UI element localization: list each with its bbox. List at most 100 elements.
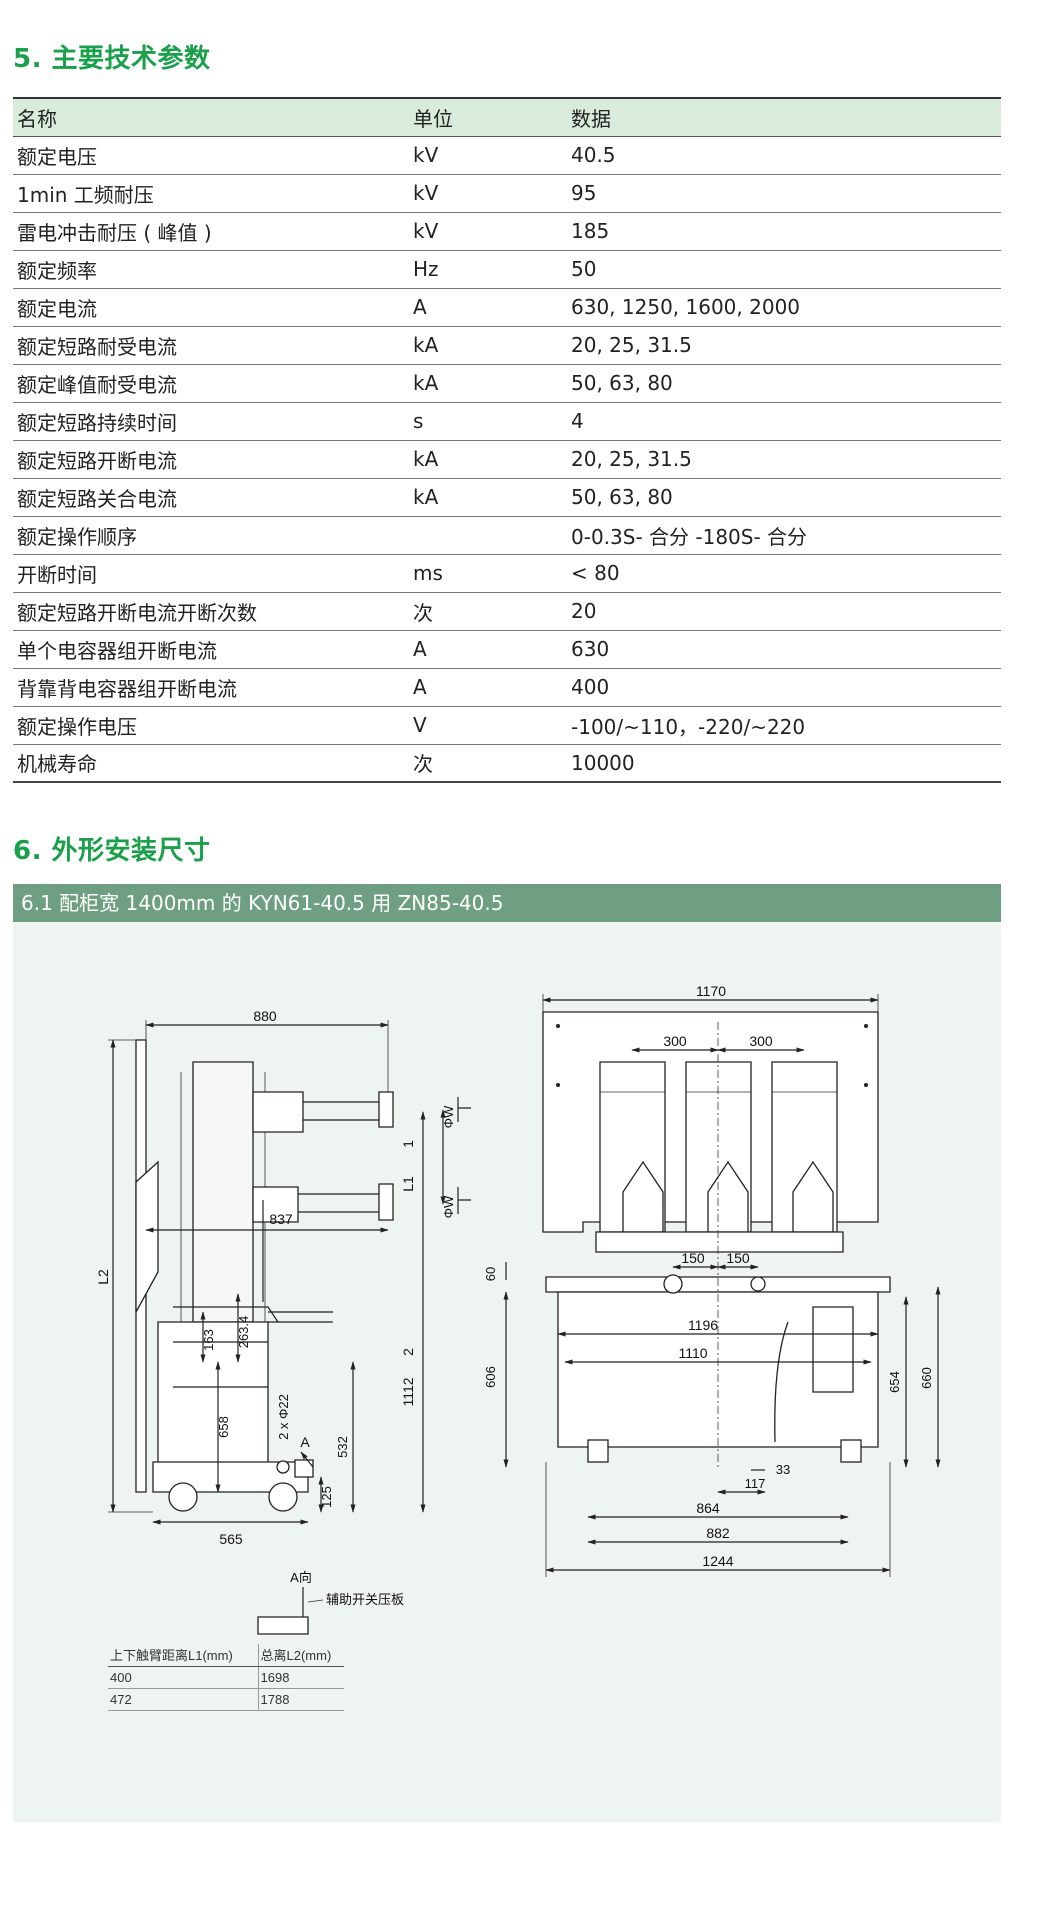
dim-150a: 150 — [681, 1250, 705, 1266]
param-unit: kA — [409, 478, 567, 517]
param-name: 额定电压 — [13, 136, 409, 175]
dim-880: 880 — [253, 1008, 277, 1024]
direction-a-detail: A向 辅助开关压板 — [257, 1570, 404, 1635]
param-name: 开断时间 — [13, 554, 409, 593]
param-unit: kA — [409, 440, 567, 479]
dim-150b: 150 — [726, 1250, 750, 1266]
param-unit: 次 — [409, 744, 567, 783]
param-unit: ms — [409, 554, 567, 593]
dim-1244: 1244 — [702, 1553, 733, 1569]
param-value: < 80 — [567, 554, 1001, 593]
hole-circle — [276, 1460, 290, 1474]
dim-60: 60 — [483, 1267, 498, 1281]
aux-switch-plate — [294, 1459, 314, 1478]
l2-value: 1698 — [258, 1666, 344, 1689]
upper-contact-finger — [378, 1091, 394, 1128]
param-name: 背靠背电容器组开断电流 — [13, 668, 409, 707]
pole-column — [192, 1061, 254, 1323]
l2-header: 总离L2(mm) — [258, 1644, 344, 1667]
param-name: 雷电冲击耐压 ( 峰值 ) — [13, 212, 409, 251]
param-name: 单个电容器组开断电流 — [13, 630, 409, 669]
param-name: 额定操作电压 — [13, 706, 409, 745]
direction-a-label: A向 — [290, 1570, 312, 1585]
dim-654: 654 — [887, 1371, 902, 1393]
guide-rails — [268, 1311, 333, 1323]
param-name: 额定电流 — [13, 288, 409, 327]
param-name: 额定短路持续时间 — [13, 402, 409, 441]
figure-caption-bar: 6.1 配柜宽 1400mm 的 KYN61-40.5 用 ZN85-40.5 — [13, 884, 1001, 922]
param-name: 机械寿命 — [13, 744, 409, 783]
param-name: 额定短路耐受电流 — [13, 326, 409, 365]
side-view: 880 837 565 L2 1112 2 L1 1 ΦW ΦW — [95, 1008, 471, 1547]
dim-263: 263.4 — [236, 1316, 251, 1349]
param-value: 40.5 — [567, 136, 1001, 175]
param-name: 1min 工频耐压 — [13, 174, 409, 213]
trolley-base — [152, 1461, 309, 1493]
table-row: 472 1788 — [108, 1688, 344, 1711]
dimension-drawing-area: 880 837 565 L2 1112 2 L1 1 ΦW ΦW — [13, 922, 1001, 1822]
param-value: 4 — [567, 402, 1001, 441]
dim-L2: L2 — [95, 1269, 111, 1285]
counter-arc — [774, 1321, 789, 1443]
plate-bracket — [135, 1160, 159, 1313]
param-value: 20 — [567, 592, 1001, 631]
param-value: -100/~110，-220/~220 — [567, 706, 1001, 745]
header-name: 名称 — [13, 97, 409, 137]
param-value: 400 — [567, 668, 1001, 707]
param-unit: kV — [409, 212, 567, 251]
view-arrow-A — [300, 1451, 314, 1468]
param-unit: kV — [409, 174, 567, 213]
param-value: 20, 25, 31.5 — [567, 326, 1001, 365]
front-view: 1170 300 300 150 150 60 606 1196 1110 — [483, 983, 941, 1577]
dim-125: 125 — [319, 1486, 334, 1508]
dim-hole-phi22: 2 x Φ22 — [276, 1394, 291, 1440]
dim-1196: 1196 — [688, 1317, 718, 1333]
dim-300a: 300 — [663, 1033, 687, 1049]
phiW-upper-mark — [457, 1097, 471, 1122]
param-unit: 次 — [409, 592, 567, 631]
param-unit: A — [409, 668, 567, 707]
table-row: 400 1698 — [108, 1666, 344, 1689]
param-name: 额定操作顺序 — [13, 516, 409, 555]
insulator-3 — [792, 1160, 834, 1233]
param-name: 额定短路开断电流开断次数 — [13, 592, 409, 631]
param-value: 630 — [567, 630, 1001, 669]
dim-1: 1 — [400, 1140, 416, 1148]
table-row: 额定操作顺序 0-0.3S- 合分 -180S- 合分 — [13, 516, 1001, 555]
param-unit: kA — [409, 326, 567, 365]
arrow-A-label: A — [300, 1434, 310, 1450]
l1-header: 上下触臂距离L1(mm) — [108, 1644, 259, 1667]
aux-switch-block — [257, 1616, 309, 1635]
lower-contact-finger — [378, 1183, 394, 1221]
lower-contact-arm — [298, 1193, 388, 1213]
dim-33: 33 — [776, 1462, 790, 1477]
dim-1110: 1110 — [678, 1345, 707, 1361]
param-name: 额定峰值耐受电流 — [13, 364, 409, 403]
param-value: 185 — [567, 212, 1001, 251]
param-name: 额定频率 — [13, 250, 409, 289]
param-value: 50 — [567, 250, 1001, 289]
dim-864: 864 — [696, 1500, 720, 1516]
param-unit: Hz — [409, 250, 567, 289]
section-6-title: 6. 外形安装尺寸 — [13, 836, 211, 866]
dim-2: 2 — [400, 1348, 416, 1356]
section-5-title: 5. 主要技术参数 — [13, 44, 211, 74]
param-value: 0-0.3S- 合分 -180S- 合分 — [567, 516, 1001, 555]
param-value: 50, 63, 80 — [567, 478, 1001, 517]
param-unit — [409, 516, 567, 555]
dim-882: 882 — [706, 1525, 730, 1541]
param-unit: A — [409, 288, 567, 327]
dim-532: 532 — [335, 1436, 350, 1458]
dim-L1: L1 — [400, 1176, 416, 1192]
dim-phiW-upper: ΦW — [441, 1105, 456, 1128]
